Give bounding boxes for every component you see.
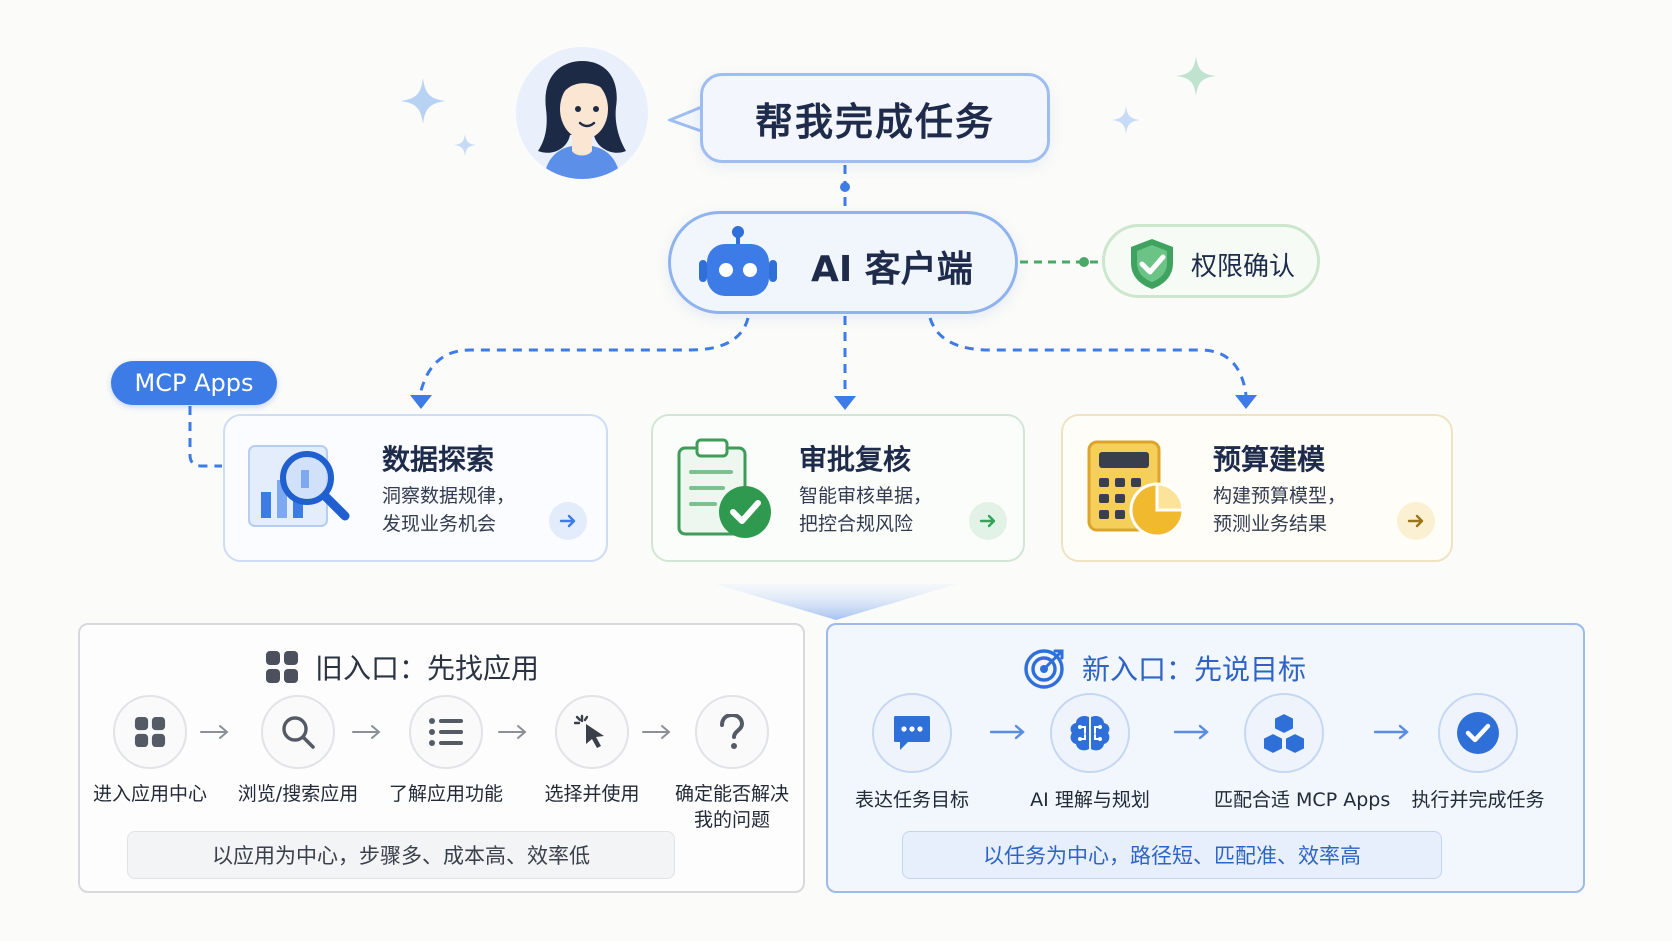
sparkle-icon: [400, 78, 446, 124]
arrow-right-icon: [1174, 724, 1209, 740]
user-avatar: [516, 47, 648, 179]
list-icon: [429, 718, 463, 746]
card-description: 智能审核单据， 把控合规风险: [799, 485, 933, 535]
data-search-icon: [248, 445, 350, 527]
arrow-right-icon: [1374, 724, 1409, 740]
new-step-express-goal: 表达任务目标: [842, 693, 982, 813]
app-card-budget-modeling[interactable]: 预算建模 构建预算模型， 预测业务结果: [1061, 414, 1453, 562]
brain-icon: [1070, 715, 1110, 751]
new-entry-title: 新入口：先说目标: [1024, 647, 1306, 689]
permission-confirm-node: 权限确认: [1102, 224, 1320, 298]
card-description: 构建预算模型， 预测业务结果: [1213, 485, 1347, 535]
mcp-apps-badge: MCP Apps: [111, 361, 277, 405]
ai-client-label: AI 客户端: [811, 249, 973, 290]
card-open-button[interactable]: [969, 502, 1007, 540]
card-title: 预算建模: [1213, 443, 1326, 476]
arrow-right-icon: [1407, 514, 1424, 528]
shield-check-icon: [1131, 239, 1173, 289]
chat-icon: [894, 716, 930, 750]
user-icon: [538, 61, 626, 179]
new-entry-summary: 以任务为中心，路径短、匹配准、效率高: [902, 831, 1442, 879]
arrow-right-icon: [352, 725, 381, 739]
old-step-learn-features: 了解应用功能: [376, 695, 516, 807]
sparkle-icon: [1112, 106, 1140, 134]
grid-icon: [134, 716, 166, 748]
sparkle-icon: [454, 134, 476, 156]
old-step-app-center: 进入应用中心: [80, 695, 220, 807]
old-step-browse-search: 浏览/搜索应用: [228, 695, 368, 807]
ai-client-node: AI 客户端: [668, 211, 1018, 314]
arrow-right-icon: [990, 724, 1025, 740]
new-step-ai-plan: AI 理解与规划: [1020, 693, 1160, 813]
app-card-data-exploration[interactable]: 数据探索 洞察数据规律， 发现业务机会: [223, 414, 608, 562]
permission-label: 权限确认: [1191, 252, 1296, 282]
card-open-button[interactable]: [1397, 502, 1435, 540]
old-entry-panel: 旧入口：先找应用 进入应用中心 浏览/搜索应用: [78, 623, 805, 893]
old-step-confirm-solution: 确定能否解决 我的问题: [662, 695, 802, 833]
app-card-approval-review[interactable]: 审批复核 智能审核单据， 把控合规风险: [651, 414, 1025, 562]
arrow-right-icon: [979, 514, 996, 528]
target-icon: [1024, 649, 1064, 689]
funnel-glow: [715, 584, 957, 620]
old-entry-title: 旧入口：先找应用: [265, 647, 539, 687]
calculator-chart-icon: [1087, 440, 1185, 538]
old-step-select-use: 选择并使用: [522, 695, 662, 807]
card-title: 审批复核: [799, 443, 912, 476]
arrow-right-icon: [200, 725, 229, 739]
sparkle-icon: [1176, 56, 1216, 96]
card-description: 洞察数据规律， 发现业务机会: [382, 485, 516, 535]
grid-icon: [266, 651, 298, 683]
cubes-icon: [1262, 711, 1306, 755]
new-step-match-apps: 匹配合适 MCP Apps: [1214, 693, 1390, 813]
search-icon: [282, 716, 315, 749]
clipboard-check-icon: [677, 438, 771, 538]
cursor-icon: [574, 714, 604, 748]
old-entry-summary: 以应用为中心，步骤多、成本高、效率低: [127, 831, 675, 879]
user-request-text: 帮我完成任务: [754, 99, 995, 144]
arrow-right-icon: [498, 725, 527, 739]
arrow-right-icon: [559, 514, 576, 528]
new-entry-panel: 新入口：先说目标 表达任务目标 AI 理解与规划: [826, 623, 1585, 893]
robot-icon: [699, 226, 777, 296]
new-step-execute-complete: 执行并完成任务: [1408, 693, 1548, 813]
question-icon: [720, 714, 745, 749]
card-open-button[interactable]: [549, 502, 587, 540]
arrow-right-icon: [642, 725, 671, 739]
bubble-tail: [668, 104, 705, 134]
user-request-bubble: 帮我完成任务: [700, 73, 1050, 163]
card-title: 数据探索: [382, 443, 495, 476]
check-circle-icon: [1457, 712, 1499, 754]
